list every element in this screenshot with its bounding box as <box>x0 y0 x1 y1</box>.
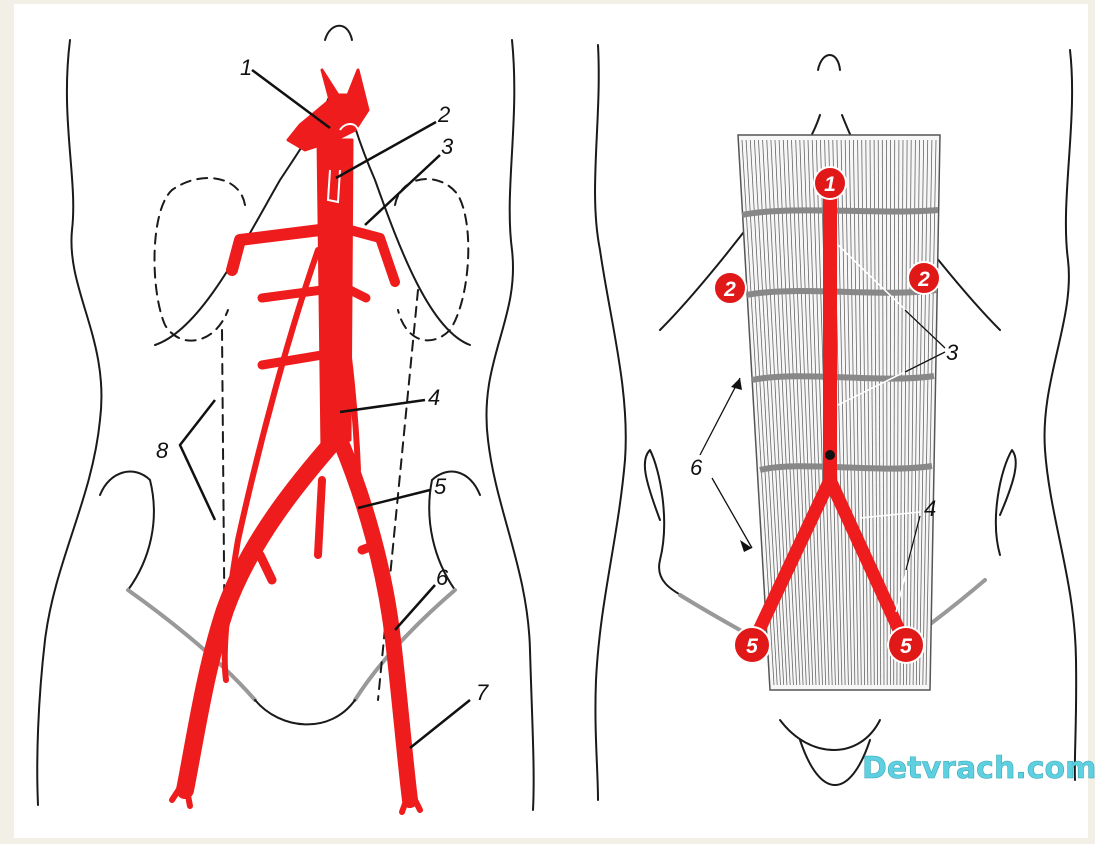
marker-1-label: 1 <box>824 173 836 196</box>
descending-aorta <box>318 140 352 450</box>
left-arteries <box>172 70 420 812</box>
right-label-3: 3 <box>946 340 959 365</box>
left-iliac-crest-left <box>100 472 154 590</box>
left-pubic-arc <box>255 700 355 724</box>
left-iliac <box>185 440 335 790</box>
median-vessel <box>318 480 322 555</box>
branch-lower-right <box>362 545 375 550</box>
renal-left <box>232 230 320 270</box>
right-label-6: 6 <box>690 455 703 480</box>
right-sternum-notch <box>818 55 840 70</box>
right-iliac-left <box>645 450 690 600</box>
label-3: 3 <box>441 134 454 159</box>
marker-5-left-label: 5 <box>746 635 758 658</box>
aortic-arch <box>288 70 368 150</box>
leader-1 <box>252 70 330 128</box>
right-label-4: 4 <box>924 496 936 521</box>
right-lower-curve <box>800 740 870 785</box>
leader-6 <box>395 585 435 630</box>
right-torso-outline-left <box>595 45 626 800</box>
right-pubic-arc <box>780 720 880 750</box>
arrow-6b <box>712 478 752 548</box>
label-6: 6 <box>436 565 449 590</box>
right-iliac <box>340 440 410 800</box>
leader-3 <box>365 155 440 225</box>
right-iliac-right <box>996 450 1016 555</box>
right-torso-outline-right <box>1045 50 1077 780</box>
label-5: 5 <box>434 474 447 499</box>
left-sternum-notch <box>325 26 352 40</box>
marker-2-right-label: 2 <box>917 268 930 291</box>
marker-5-right-label: 5 <box>900 635 912 658</box>
arrowheads <box>731 378 752 552</box>
marker-2-left-label: 2 <box>723 278 736 301</box>
branch-l2 <box>262 290 322 298</box>
watermark: Detvrach.com <box>862 751 1095 786</box>
bracket-8 <box>180 400 215 520</box>
bifurcation-point <box>825 450 835 460</box>
left-torso-outline-right <box>486 40 533 810</box>
branch-l3 <box>262 355 322 365</box>
left-rib-arc-right <box>346 95 470 345</box>
left-torso-outline-left <box>37 40 101 805</box>
leader-7 <box>410 700 470 748</box>
left-figure <box>37 26 533 810</box>
label-4: 4 <box>428 385 440 410</box>
arrow-6a <box>700 378 740 455</box>
left-inguinal-left <box>128 590 255 700</box>
label-8: 8 <box>156 438 169 463</box>
label-1: 1 <box>240 55 252 80</box>
renal-right <box>350 230 395 282</box>
branch-lower-left <box>260 555 272 580</box>
label-7: 7 <box>476 680 489 705</box>
label-2: 2 <box>437 102 450 127</box>
